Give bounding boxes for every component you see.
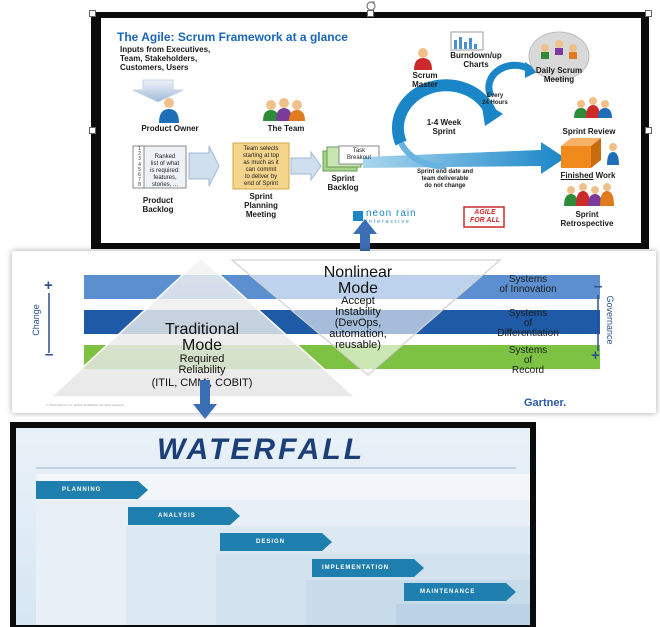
daily-scrum-meeting-icon bbox=[528, 31, 590, 81]
gartner-copyright: © 2014 Gartner, Inc. and/or its affiliat… bbox=[46, 403, 125, 407]
rotate-handle-icon[interactable] bbox=[365, 0, 377, 12]
gartner-logo: Gartner. bbox=[524, 397, 567, 409]
agile-scrum-diagram bbox=[132, 31, 619, 228]
inputs-arrow-icon bbox=[132, 79, 184, 103]
sprint-arrow-icon bbox=[363, 142, 565, 174]
nonlinear-mode-triangle bbox=[230, 259, 502, 376]
burndown-chart-icon bbox=[450, 31, 484, 51]
sprint-retrospective-icon bbox=[564, 183, 614, 206]
product-owner-icon bbox=[159, 98, 179, 123]
change-axis-label: Change bbox=[31, 304, 41, 336]
step-analysis-label: ANALYSIS bbox=[158, 513, 196, 519]
resize-handle-right[interactable] bbox=[645, 127, 652, 134]
scrum-master-icon bbox=[414, 48, 432, 70]
step-implementation-label: IMPLEMENTATION bbox=[322, 565, 390, 571]
team-icon bbox=[263, 98, 305, 121]
sprint-cycle-icon bbox=[391, 79, 503, 170]
finished-work-icon bbox=[561, 138, 619, 168]
product-backlog-list-icon bbox=[132, 145, 187, 189]
agile-for-all-logo-icon bbox=[463, 206, 505, 228]
waterfall-title: WATERFALL bbox=[157, 433, 366, 466]
daily-scrum-cycle-icon bbox=[485, 61, 539, 98]
step-implementation-arrow bbox=[312, 559, 424, 577]
bimodal-diagram bbox=[48, 256, 600, 398]
neon-rain-logo: neon rain interactive bbox=[366, 208, 417, 226]
step-design-label: DESIGN bbox=[256, 539, 286, 545]
sprint-review-icon bbox=[574, 97, 612, 118]
finished-work-label: Finished Work bbox=[560, 171, 616, 180]
resize-handle-top-left[interactable] bbox=[89, 10, 96, 17]
product-owner-label: Product Owner bbox=[141, 124, 199, 133]
backlog-arrow-icon bbox=[188, 145, 220, 187]
sprint-review-label: Sprint Review bbox=[562, 127, 616, 136]
step-maintenance-arrow bbox=[404, 583, 516, 601]
the-team-label: The Team bbox=[267, 124, 305, 133]
change-plus-sign: + bbox=[44, 277, 53, 294]
team-selects-note bbox=[232, 142, 290, 190]
step-planning-label: PLANNING bbox=[62, 487, 102, 493]
down-arrow-icon bbox=[193, 380, 217, 419]
governance-plus-sign: + bbox=[591, 347, 600, 364]
step-planning-arrow bbox=[36, 481, 148, 499]
step-maintenance-label: MAINTENANCE bbox=[420, 589, 476, 595]
governance-axis-label: Governance bbox=[605, 295, 615, 345]
planning-arrow-icon bbox=[290, 150, 322, 182]
step-analysis-arrow bbox=[128, 507, 240, 525]
resize-handle-top-right[interactable] bbox=[645, 10, 652, 17]
step-design-arrow bbox=[220, 533, 332, 551]
governance-minus-sign: – bbox=[594, 278, 603, 295]
agile-title: The Agile: Scrum Framework at a glance bbox=[117, 30, 348, 44]
resize-handle-left[interactable] bbox=[89, 127, 96, 134]
neon-rain-logo-icon bbox=[353, 211, 363, 221]
inputs-label: Inputs from Executives, Team, Stakeholde… bbox=[120, 45, 211, 72]
up-arrow-icon bbox=[353, 219, 377, 260]
change-minus-sign: – bbox=[45, 346, 54, 363]
